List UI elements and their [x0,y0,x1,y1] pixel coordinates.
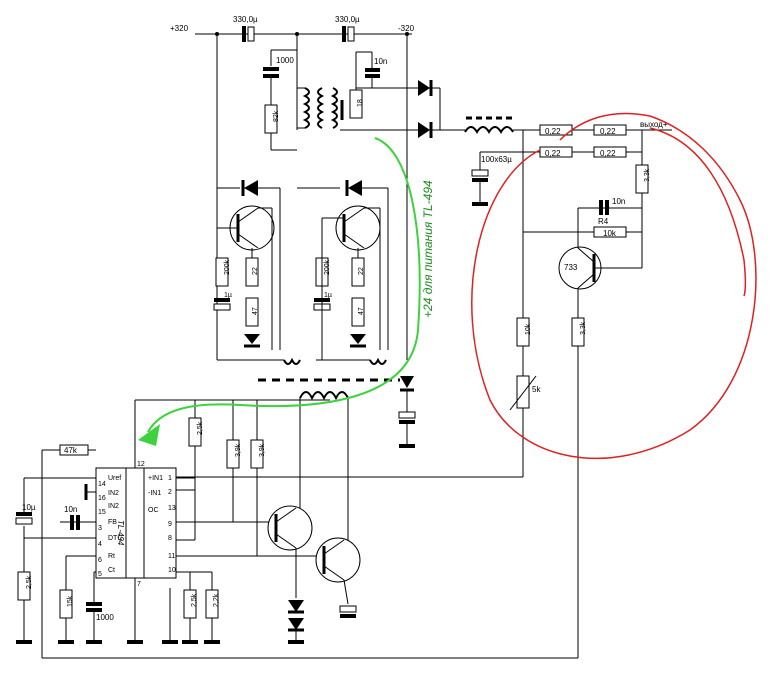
ic-pin-in1p: +IN1 [148,475,163,482]
ic-pin-oc: OC [148,507,159,514]
label-r-200k-right: 200k [324,259,331,275]
label-r-82k: 82k [273,110,280,122]
label-r-3k3-bottom: 3,3k [580,321,587,335]
ic-pinnum-5: 5 [98,571,102,578]
output-cap: 100x63µ [471,151,523,206]
label-r-10k-div: 10k [525,323,532,335]
ic-pinnum-8: 8 [168,535,172,542]
label-r-3k9-b: 3,9k [259,443,266,457]
ic-pin-in1n: -IN1 [148,490,161,497]
label-r-47-left: 47 [252,307,259,315]
ic-pin-in2n: IN2 [108,503,119,510]
label-r-shunt1a: 0,22 [545,127,561,136]
label-r-2k5-bottom: 2,5k [191,593,198,607]
ic-pinnum-1: 1 [168,475,172,482]
ic-pinnum-12: 12 [137,461,145,468]
ic-pinnum-6: 6 [98,557,102,564]
label-r-shunt2b: 0,22 [600,149,616,158]
ic-pin-fb: FB [108,519,117,526]
ic-name: TL-494 [116,520,125,546]
ic-pinnum-14: 14 [98,481,106,488]
green-annotation: +24 для питания TL-494 [138,137,435,446]
label-c-bulk-right: 330,0µ [335,15,360,24]
ic-pinnum-11: 11 [168,553,175,560]
label-r-shunt1b: 0,22 [600,127,616,136]
label-r-22-right: 22 [358,267,365,275]
ic-pinnum-4: 4 [98,541,102,548]
label-plus320: +320 [170,24,189,33]
ic-pinnum-13: 13 [168,505,176,512]
label-r-5k-pot: 5k [532,385,541,394]
label-r-2k2: 2,2k [213,593,220,607]
ic-pinnum-16: 16 [98,495,106,502]
bridge-left: 200k 22 1µ 47 [213,180,301,365]
label-c-1u-right: 1µ [324,292,332,299]
label-c-out: 100x63µ [481,155,512,164]
top-rail: +320 -320 330,0µ 330,0µ [170,15,415,42]
label-output-plus: выход+ [640,120,668,129]
output-choke [464,116,540,134]
label-c-1u-left: 1µ [224,292,232,299]
label-r-shunt2a: 0,22 [545,149,561,158]
driver-transistors [267,505,361,644]
secondary-snubber: 18 10n [340,51,440,131]
ic-pin-dtc: DTC [108,535,122,542]
label-r-47k: 47k [64,446,78,455]
green-note: +24 для питания TL-494 [421,180,435,318]
label-r-22-left: 22 [252,267,259,275]
ic-pinnum-2: 2 [168,489,172,496]
label-c-snubber: 1000 [276,56,294,65]
label-c-10n-ic: 10n [64,505,77,514]
label-q-feedback: 733 [564,263,578,272]
ic-pin-rt: Rt [108,553,115,560]
label-c-1000-ic: 1000 [96,613,114,622]
label-r-47-right: 47 [358,307,365,315]
label-r-15k: 15k [67,595,74,607]
label-c-bulk-left: 330,0µ [233,15,258,24]
ic-pinnum-9: 9 [168,521,172,528]
red-annotation [471,112,757,460]
label-r-2k5-left: 2,5k [26,575,33,589]
tl494-ic: TL-494 Uref IN2 IN2 FB DTC Rt Ct +IN1 -I… [95,399,330,644]
driver-transformer [258,376,416,540]
label-r-2k5-ic-top: 2,5k [197,421,204,435]
current-feedback: 3,3k 10n R4 10k 733 3,3k [523,164,651,658]
label-r4-value: 10k [603,229,617,238]
label-c-10n-fb: 10n [612,197,625,206]
cap-bulk-right: 330,0µ [335,15,360,42]
snubber: 1000 82k [263,49,297,151]
label-r4-name: R4 [598,217,609,226]
ic-pin-uref: Uref [108,475,121,482]
bridge-right: 200k 22 1µ 47 [297,180,389,365]
ic-pinnum-15: 15 [98,509,106,516]
voltage-divider: 10k 5k [150,152,541,478]
label-r-200k-left: 200k [224,259,231,275]
ic-pin-in2p: IN2 [108,490,119,497]
label-c-10u: 10µ [22,503,36,512]
label-r-3k9-a: 3,9k [235,443,242,457]
label-c-10n-top: 10n [374,57,387,66]
ic-peripherals: 47k 10n 10µ 2,5k 15k 1000 [15,400,578,659]
label-r-18: 18 [357,99,364,107]
label-r-3k3-top: 3,3k [644,168,651,182]
ic-pinnum-7: 7 [137,581,141,588]
ic-pinnum-3: 3 [98,525,102,532]
rectifier-diodes [418,80,465,138]
cap-bulk-left: 330,0µ [233,15,258,42]
ic-pinnum-10: 10 [168,567,176,574]
shunt-resistors: 0,22 0,22 выход+ 0,22 0,22 [522,120,672,165]
label-minus320: -320 [398,24,415,33]
main-transformer [297,87,344,129]
ic-pin-ct: Ct [108,567,115,574]
